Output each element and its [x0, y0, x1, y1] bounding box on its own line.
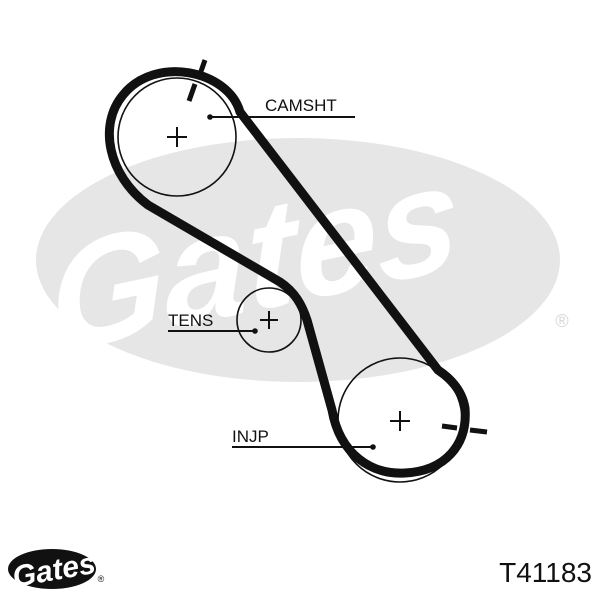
- watermark-registered-mark: ®: [555, 311, 568, 331]
- brand-registered-mark: ®: [98, 574, 105, 584]
- injection-pump-leader: [232, 444, 376, 450]
- watermark-oval: [36, 138, 560, 382]
- injection-pump-timing-mark: [441, 423, 488, 435]
- tensioner-leader: [168, 328, 258, 334]
- gates-brand-logo: Gates ®: [8, 547, 105, 594]
- timing-belt: [104, 67, 470, 478]
- camshaft-timing-mark: [186, 59, 208, 102]
- camshaft-label: CAMSHT: [265, 96, 337, 115]
- tensioner-pulley: [236, 287, 302, 353]
- camshaft-leader: [207, 114, 355, 120]
- camshaft-center-cross: [167, 127, 187, 147]
- part-number: T41183: [499, 557, 592, 588]
- injection-pump-center-cross: [390, 411, 410, 431]
- tensioner-center-cross: [260, 311, 278, 329]
- tensioner-label: TENS: [168, 311, 213, 330]
- brand-logo-oval: [8, 549, 96, 589]
- camshaft-pulley: [117, 77, 237, 197]
- gates-watermark-logo: Gates ®: [36, 130, 569, 387]
- injection-pump-label: INJP: [232, 427, 269, 446]
